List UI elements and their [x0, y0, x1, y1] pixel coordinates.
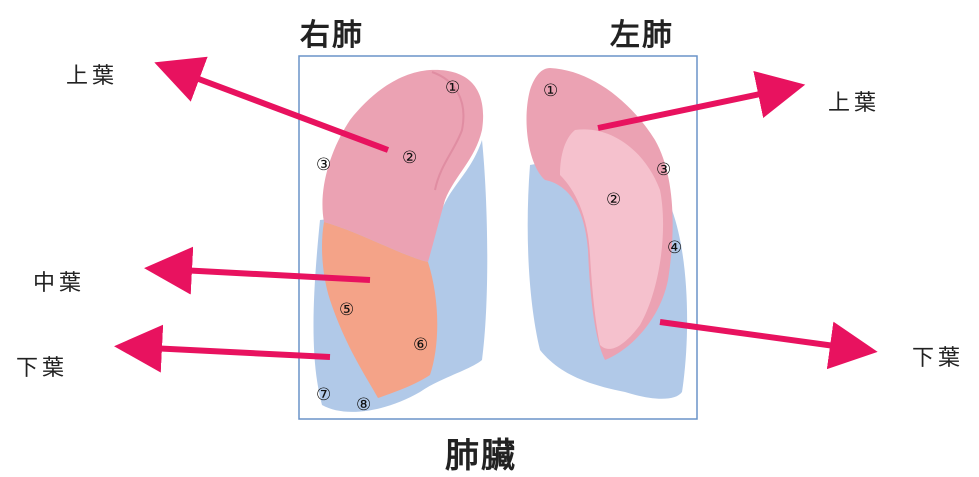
segment-number: ⑤ — [339, 300, 354, 320]
segment-number: ② — [606, 190, 621, 210]
segment-number: ⑥ — [413, 335, 428, 355]
segment-number: ④ — [667, 238, 682, 258]
segment-number: ② — [402, 148, 417, 168]
segment-number: ⑧ — [356, 395, 371, 415]
segment-number: ③ — [316, 155, 331, 175]
left-lower-arrow — [660, 322, 842, 347]
right-lower-arrow — [150, 348, 330, 357]
segment-number: ① — [543, 81, 558, 101]
segment-number: ① — [445, 78, 460, 98]
segment-number: ⑦ — [316, 385, 331, 405]
right-lung — [314, 70, 488, 412]
left-lung — [526, 68, 687, 399]
segment-number: ③ — [656, 160, 671, 180]
